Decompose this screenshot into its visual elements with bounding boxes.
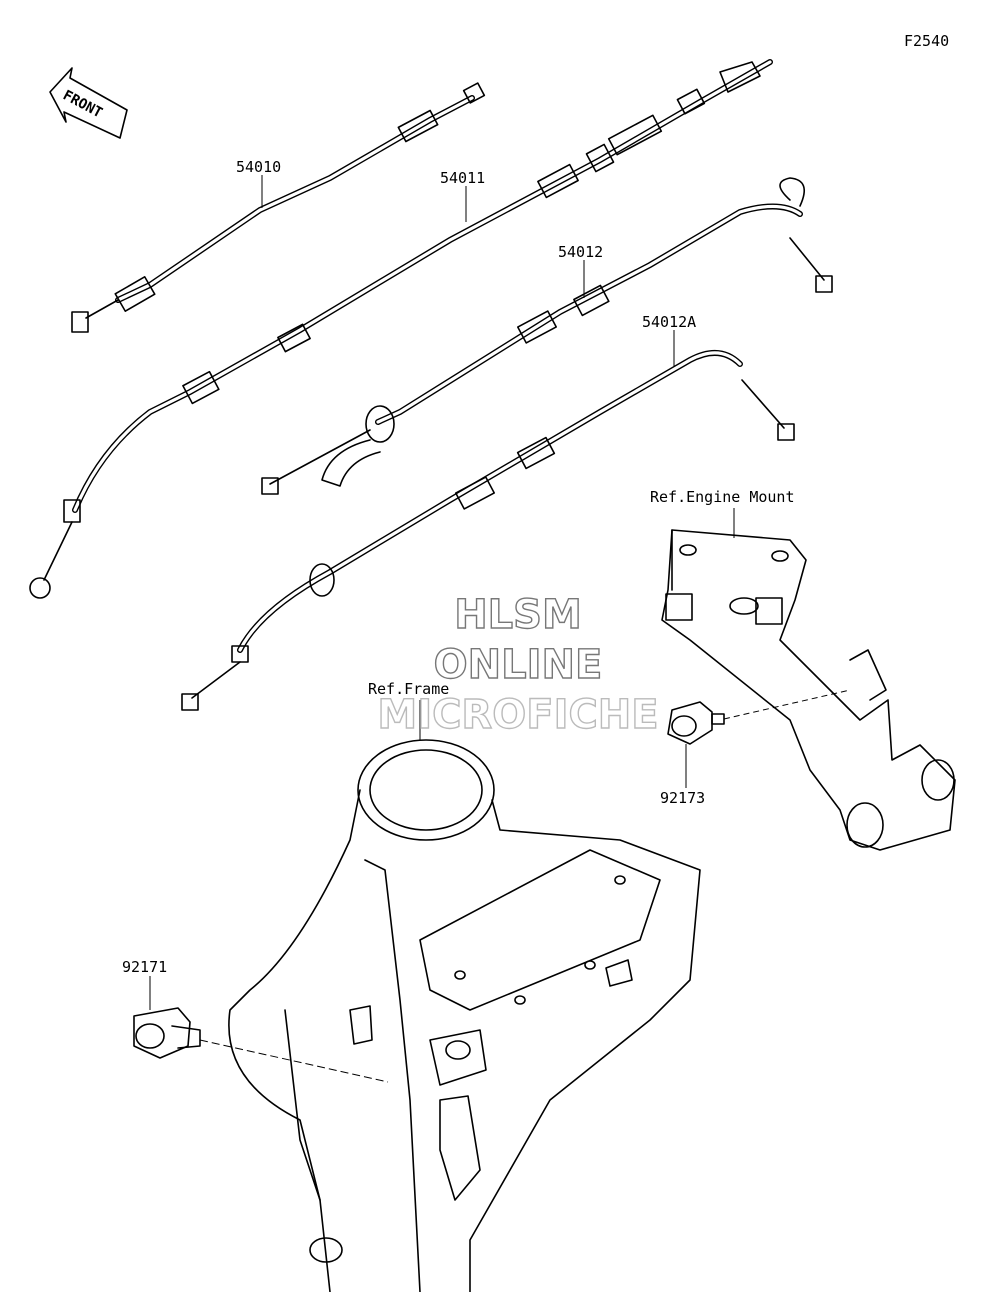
watermark-line-2: ONLINE <box>434 642 603 688</box>
part-number-54012A[interactable]: 54012A <box>642 313 696 331</box>
ref-engine-mount: Ref.Engine Mount <box>650 488 795 506</box>
clamp-92173[interactable] <box>667 701 725 745</box>
part-number-54011[interactable]: 54011 <box>440 169 485 187</box>
front-arrow-label: FRONT <box>60 87 105 121</box>
figure-code: F2540 <box>904 32 949 50</box>
watermark-line-3: MICROFICHE <box>377 692 658 738</box>
part-number-54010[interactable]: 54010 <box>236 158 281 176</box>
clutch-cable-54010[interactable] <box>71 82 486 333</box>
throttle-cable-54011[interactable] <box>29 59 773 599</box>
ref-frame: Ref.Frame <box>368 680 449 698</box>
frame <box>228 739 701 1292</box>
watermark-line-1: HLSM <box>454 592 582 638</box>
clamp-92171[interactable] <box>133 1007 201 1059</box>
part-number-92171[interactable]: 92171 <box>122 958 167 976</box>
engine-mount <box>661 529 956 851</box>
front-arrow-icon: FRONT <box>49 67 128 139</box>
part-number-92173[interactable]: 92173 <box>660 789 705 807</box>
part-number-54012[interactable]: 54012 <box>558 243 603 261</box>
throttle-cable-54012[interactable] <box>261 177 833 495</box>
throttle-cable-54012A[interactable] <box>181 350 795 711</box>
